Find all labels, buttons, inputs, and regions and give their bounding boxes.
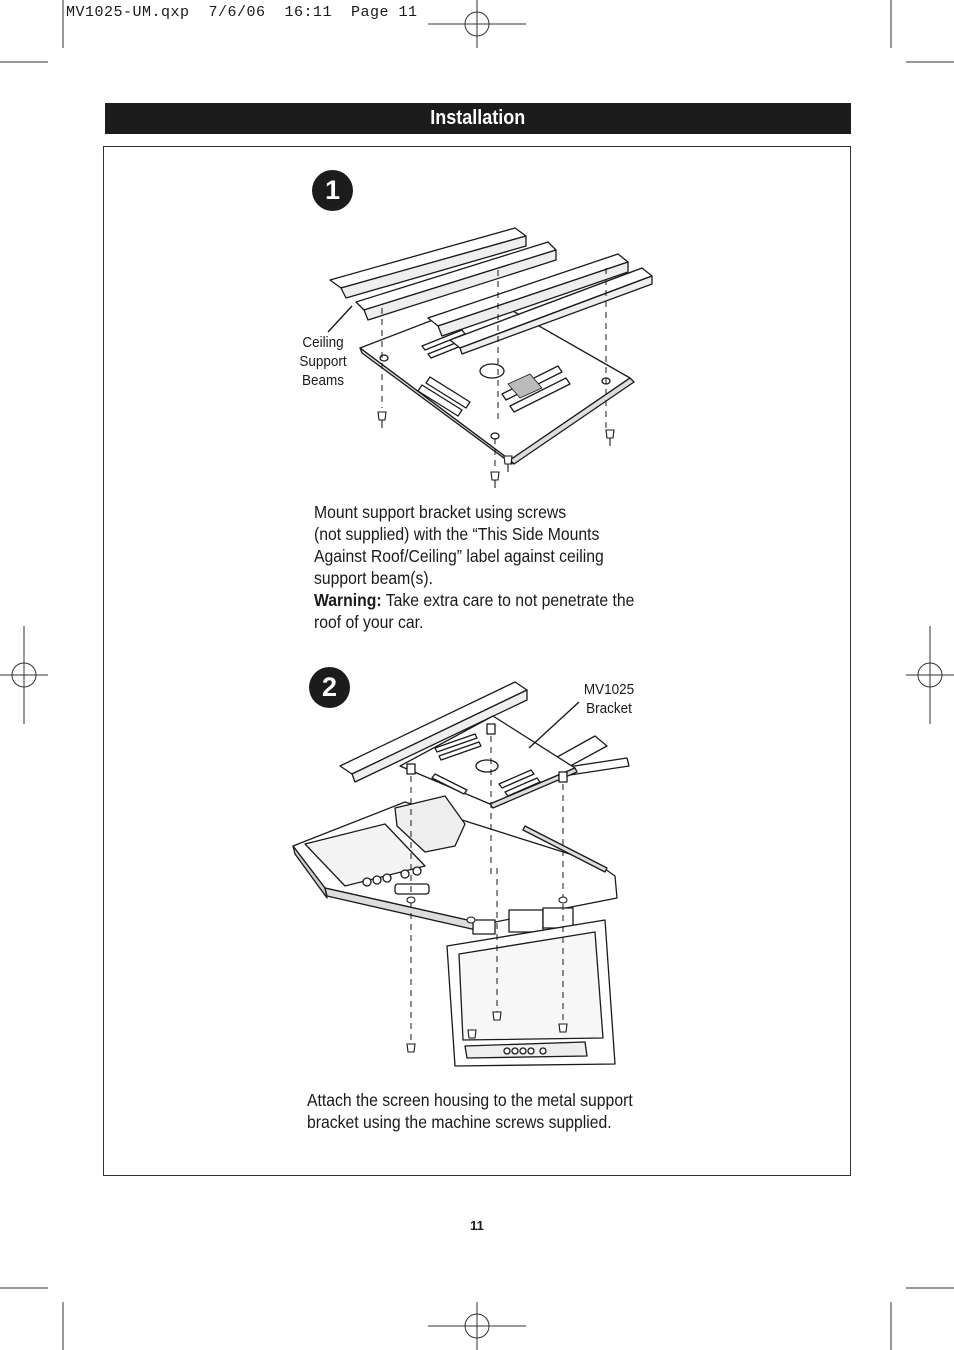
registration-mark-left bbox=[0, 626, 48, 724]
mv1025-bracket-label: MV1025 Bracket bbox=[583, 681, 635, 717]
caption-line: support beam(s). bbox=[314, 568, 434, 588]
warning-line: Warning: Take extra care to not penetrat… bbox=[314, 590, 635, 610]
step-2-housing-illustration bbox=[292, 681, 630, 1067]
caption-line: Mount support bracket using screws bbox=[314, 502, 567, 522]
section-title: Installation bbox=[430, 107, 526, 129]
caption-line: (not supplied) with the “This Side Mount… bbox=[314, 524, 600, 544]
step-1-caption: Mount support bracket using screws (not … bbox=[314, 501, 670, 633]
print-slug: MV1025-UM.qxp 7/6/06 16:11 Page 11 bbox=[66, 4, 418, 21]
content-frame bbox=[103, 146, 851, 1176]
step-2-badge: 2 bbox=[309, 667, 350, 708]
caption-line: Against Roof/Ceiling” label against ceil… bbox=[314, 546, 604, 566]
warning-label: Warning: bbox=[314, 590, 382, 610]
registration-mark-bottom bbox=[428, 1302, 526, 1350]
section-header: Installation bbox=[105, 103, 851, 134]
page-number: 11 bbox=[470, 1218, 484, 1233]
caption-line: Attach the screen housing to the metal s… bbox=[307, 1090, 633, 1110]
step-2-caption: Attach the screen housing to the metal s… bbox=[307, 1089, 669, 1133]
registration-mark-right bbox=[906, 626, 954, 724]
step-1-bracket-illustration bbox=[327, 227, 653, 488]
ceiling-support-beams-label: Ceiling Support Beams bbox=[299, 334, 347, 389]
step-1-badge: 1 bbox=[312, 170, 353, 211]
caption-line: bracket using the machine screws supplie… bbox=[307, 1112, 612, 1132]
caption-line: roof of your car. bbox=[314, 612, 424, 632]
registration-mark-top bbox=[428, 0, 526, 48]
